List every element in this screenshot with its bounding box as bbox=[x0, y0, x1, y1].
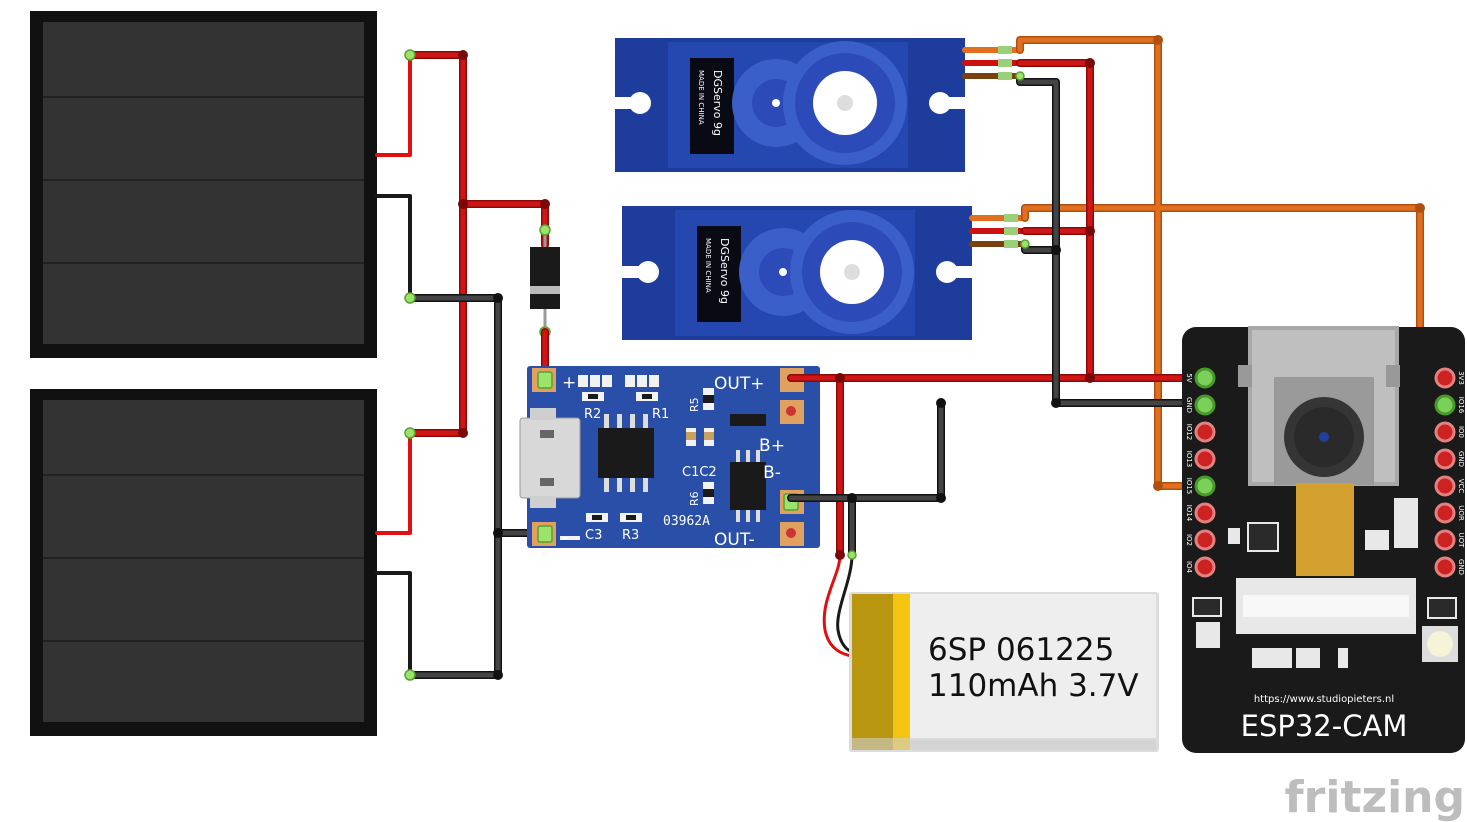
solar-panel-bottom bbox=[30, 389, 377, 736]
esp-name-label: ESP32-CAM bbox=[1241, 709, 1408, 743]
charger-out-plus-label: OUT+ bbox=[714, 374, 764, 394]
esp-pin-label-io4: IO4 bbox=[1185, 561, 1193, 574]
charger-c1c2-label: C1C2 bbox=[682, 465, 717, 480]
charger-r2-label: R2 bbox=[584, 407, 601, 422]
servo-leads bbox=[962, 46, 1028, 248]
esp-pin-label-gnd-left: GND bbox=[1185, 397, 1193, 413]
charger-c3-label: C3 bbox=[585, 528, 602, 543]
servo-1: DGServo 9g MADE IN CHINA bbox=[615, 38, 965, 172]
esp-pin-label-io2: IO2 bbox=[1185, 534, 1193, 546]
battery-capacity-label: 110mAh 3.7V bbox=[928, 668, 1139, 704]
charger-b-plus-label: B+ bbox=[759, 436, 785, 456]
esp32-left-pins bbox=[1194, 367, 1216, 578]
esp-pin-label-uot: UOT bbox=[1457, 533, 1465, 549]
diode bbox=[530, 224, 560, 382]
esp-pin-label-io0: IO0 bbox=[1457, 426, 1465, 438]
esp-pin-label-io13: IO13 bbox=[1185, 451, 1193, 467]
esp32-right-pins bbox=[1434, 367, 1456, 578]
charger-r1-label: R1 bbox=[652, 407, 669, 422]
esp-pin-label-io15: IO15 bbox=[1185, 478, 1193, 494]
solar-wiring bbox=[375, 49, 550, 681]
servo-2-origin-label: MADE IN CHINA bbox=[704, 238, 712, 293]
solar-panel-top bbox=[30, 11, 377, 358]
lipo-battery: 6SP 061225 110mAh 3.7V bbox=[849, 592, 1159, 752]
tp4056-charger-module: + - OUT+ OUT- B+ B- R2 R1 C1C2 C3 R3 039… bbox=[519, 366, 820, 550]
charger-r6-label: R6 bbox=[688, 491, 701, 506]
esp-pin-label-gnd-right-2: GND bbox=[1457, 559, 1465, 575]
esp32-cam-board: 5V GND IO12 IO13 IO15 IO14 IO2 IO4 3V3 I… bbox=[1182, 326, 1465, 753]
servo-2: DGServo 9g MADE IN CHINA bbox=[622, 206, 972, 340]
charger-out-minus-label: OUT- bbox=[714, 530, 755, 550]
esp-pin-label-io12: IO12 bbox=[1185, 424, 1193, 440]
esp-pin-label-5v: 5V bbox=[1185, 373, 1193, 382]
esp-url-label: https://www.studiopieters.nl bbox=[1254, 694, 1394, 705]
charger-r5-label: R5 bbox=[688, 397, 701, 412]
fritzing-watermark: fritzing bbox=[1285, 772, 1465, 822]
battery-model-label: 6SP 061225 bbox=[928, 632, 1114, 668]
esp-pin-label-vcc: VCC bbox=[1457, 479, 1465, 494]
esp-pin-label-uor: UOR bbox=[1457, 505, 1465, 521]
esp-pin-label-io14: IO14 bbox=[1185, 505, 1193, 522]
esp-pin-label-3v3: 3V3 bbox=[1457, 371, 1465, 385]
esp-pin-label-gnd-right-1: GND bbox=[1457, 451, 1465, 467]
charger-plus-label: + bbox=[562, 373, 576, 393]
charger-code-label: 03962A bbox=[663, 514, 710, 529]
esp-pin-label-io16: IO16 bbox=[1457, 397, 1465, 414]
charger-minus-label: - bbox=[562, 528, 568, 548]
charger-b-minus-label: B- bbox=[763, 463, 781, 483]
servo-1-brand-label: DGServo 9g bbox=[711, 70, 724, 136]
servo-2-brand-label: DGServo 9g bbox=[718, 238, 731, 304]
charger-r3-label: R3 bbox=[622, 528, 639, 543]
servo-1-origin-label: MADE IN CHINA bbox=[697, 70, 705, 125]
